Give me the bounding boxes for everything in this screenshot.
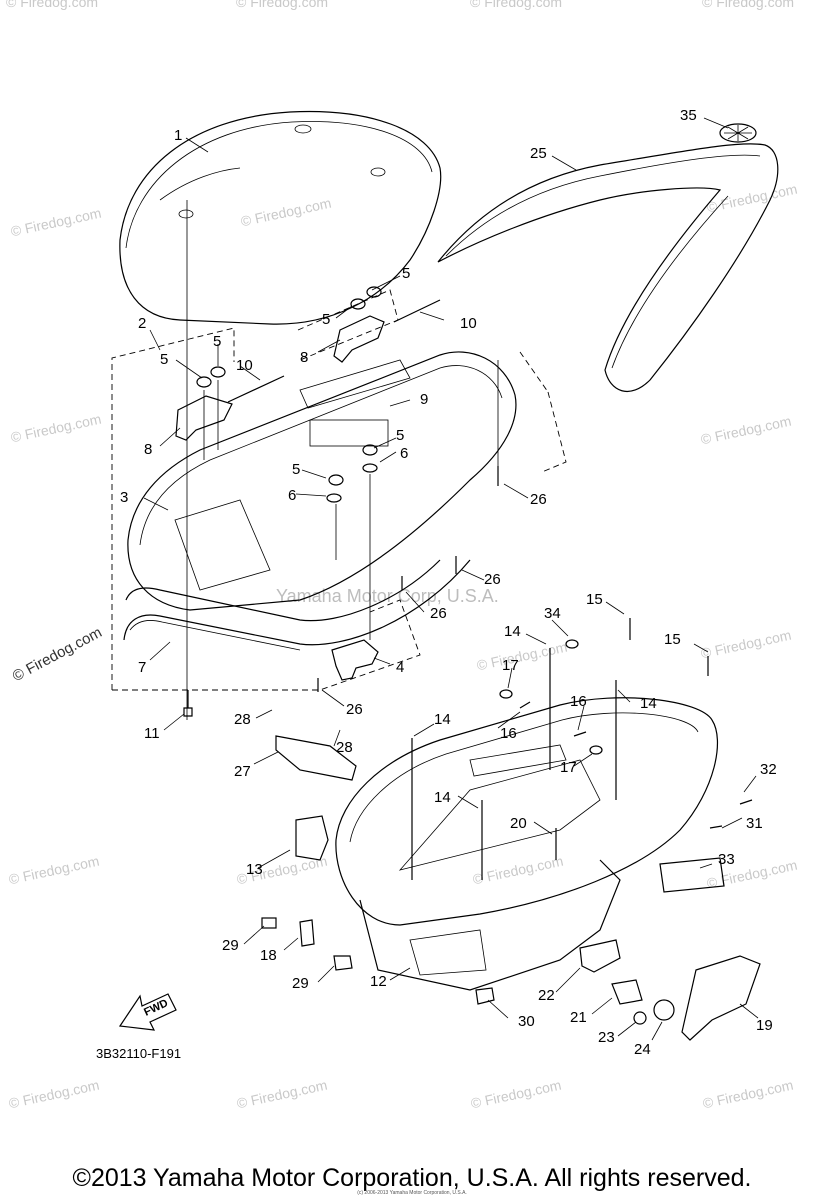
callout-14: 14 [640,695,657,712]
leader-lines [143,117,759,1041]
callout-10: 10 [460,315,477,332]
callout-22: 22 [538,987,555,1004]
callout-29: 29 [222,937,239,954]
callout-30: 30 [518,1013,535,1030]
callout-26: 26 [346,701,363,718]
callout-14: 14 [434,789,451,806]
lock-group-outline [112,599,421,691]
callout-13: 13 [246,861,263,878]
callout-5: 5 [292,461,301,478]
callout-33: 33 [718,851,735,868]
callout-19: 19 [756,1017,773,1034]
callout-34: 34 [544,605,561,622]
callout-4: 4 [396,659,405,676]
fwd-label: FWD [142,997,170,1018]
callout-8: 8 [144,441,153,458]
callout-11: 11 [144,725,160,742]
callout-32: 32 [760,761,777,778]
callout-5: 5 [396,427,405,444]
callout-5: 5 [322,311,331,328]
callout-3: 3 [120,489,129,506]
callout-12: 12 [370,973,387,990]
small-copyright: (c) 2006-2013 Yamaha Motor Corporation, … [357,1190,467,1196]
callout-26: 26 [430,605,447,622]
callout-28: 28 [234,711,251,728]
callout-16: 16 [500,725,517,742]
alignment-lines [186,200,499,720]
watermark: © Firedog.com [236,0,329,10]
hinge-group-outline [297,289,399,361]
bolt-part [227,375,285,403]
callout-15: 15 [664,631,681,648]
callout-18: 18 [260,947,277,964]
bolt-11-part [183,690,193,717]
nuts-washers [196,286,382,503]
watermark-center: Yamaha Motor Corp, U.S.A. [276,586,499,606]
callout-5: 5 [402,265,411,282]
watermark: © Firedog.com [6,0,99,10]
callout-26: 26 [530,491,547,508]
diagram-part-code: 3B32110-F191 [96,1046,182,1061]
callout-7: 7 [138,659,147,676]
callout-26: 26 [484,571,501,588]
screw-part [317,466,499,692]
callout-25: 25 [530,145,547,162]
storage-box-part [335,697,719,991]
callout-6: 6 [400,445,409,462]
copyright-notice: ©2013 Yamaha Motor Corporation, U.S.A. A… [72,1164,752,1192]
watermark: © Firedog.com [702,0,795,10]
callout-16: 16 [570,693,587,710]
watermark: © Firedog.com [470,0,563,10]
callout-35: 35 [680,107,697,124]
callout-15: 15 [586,591,603,608]
callout-23: 23 [598,1029,615,1046]
lock-bracket-part [331,639,379,681]
callout-14: 14 [434,711,451,728]
screw-part [629,618,709,676]
callout-17: 17 [560,759,577,776]
callout-5: 5 [160,351,169,368]
callout-9: 9 [420,391,429,408]
bolt-part [393,299,441,323]
callout-20: 20 [510,815,527,832]
callout-2: 2 [138,315,147,332]
callout-24: 24 [634,1041,651,1058]
callout-8: 8 [300,349,309,366]
hinge-part [175,315,385,441]
seat-frame-part [123,351,517,651]
callout-10: 10 [236,357,253,374]
grab-rail-part [437,143,779,392]
callout-27: 27 [234,763,251,780]
callout-28: 28 [336,739,353,756]
rail-group-outline [519,351,567,473]
callout-17: 17 [502,657,519,674]
callout-6: 6 [288,487,297,504]
forward-arrow: FWD [118,993,177,1031]
callout-5: 5 [213,333,222,350]
seat-part [119,110,442,325]
callout-1: 1 [174,127,183,144]
callout-29: 29 [292,975,309,992]
emblem-part [719,123,757,143]
small-parts [261,639,761,1041]
callout-31: 31 [746,815,763,832]
frame-assembly-outline [111,327,235,690]
callout-21: 21 [570,1009,587,1026]
callout-14: 14 [504,623,521,640]
